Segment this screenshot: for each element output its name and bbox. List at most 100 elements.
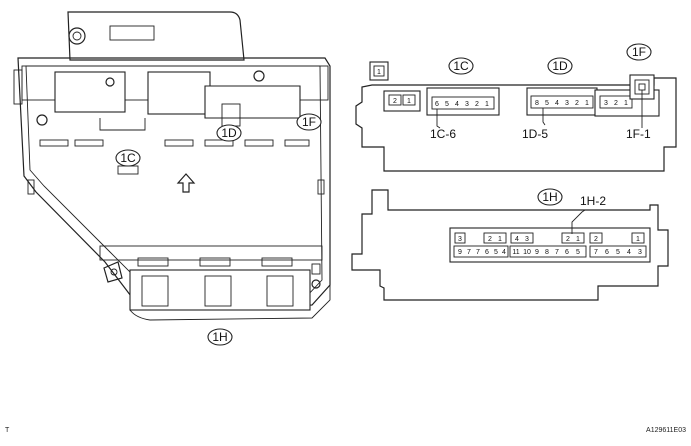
lower-connector-housing: 3 9 7 7 6 5 4 2 1 4 3 11 10 9 8 7 6 5 bbox=[351, 189, 669, 301]
svg-text:1: 1 bbox=[636, 236, 640, 243]
svg-text:8: 8 bbox=[545, 249, 549, 256]
diag-clip bbox=[103, 261, 123, 283]
svg-text:4: 4 bbox=[502, 249, 506, 256]
svg-text:1D: 1D bbox=[552, 59, 568, 73]
callout-1C-right: 1C bbox=[448, 57, 474, 75]
top-housing-1 bbox=[54, 71, 126, 113]
small-2pin-connector: 2 1 bbox=[383, 90, 421, 112]
side-latch-right bbox=[317, 179, 325, 195]
svg-text:1: 1 bbox=[377, 69, 381, 76]
svg-text:2: 2 bbox=[393, 98, 397, 105]
svg-text:7: 7 bbox=[555, 249, 559, 256]
svg-text:1: 1 bbox=[576, 236, 580, 243]
callout-1C-left: 1C bbox=[115, 149, 141, 167]
svg-text:2: 2 bbox=[575, 100, 579, 107]
screw-top-right bbox=[253, 70, 265, 82]
callout-1F-right: 1F bbox=[626, 43, 652, 61]
svg-text:8: 8 bbox=[535, 100, 539, 107]
svg-text:2: 2 bbox=[475, 101, 479, 108]
bracket-hole bbox=[68, 27, 86, 45]
leader-1H-2 bbox=[571, 209, 586, 234]
connector-1F: 3 2 1 bbox=[594, 74, 660, 117]
svg-text:1: 1 bbox=[485, 101, 489, 108]
svg-text:5: 5 bbox=[616, 249, 620, 256]
block-shadow-edge bbox=[129, 285, 331, 321]
screw-top-left bbox=[105, 77, 115, 87]
svg-text:5: 5 bbox=[494, 249, 498, 256]
bottom-slot-2 bbox=[199, 257, 231, 267]
svg-text:2: 2 bbox=[614, 100, 618, 107]
svg-text:1: 1 bbox=[498, 236, 502, 243]
center-notch bbox=[99, 118, 146, 131]
pin-label-1F-1: 1F-1 bbox=[626, 127, 651, 141]
svg-text:7: 7 bbox=[594, 249, 598, 256]
bottom-right-tab bbox=[311, 263, 321, 275]
leader-1C-6 bbox=[436, 109, 441, 129]
connector-1C: 6 5 4 3 2 1 bbox=[426, 87, 500, 116]
svg-text:4: 4 bbox=[555, 100, 559, 107]
svg-text:3: 3 bbox=[525, 236, 529, 243]
footer-left-mark: T bbox=[5, 427, 10, 434]
callout-1F-left: 1F bbox=[296, 113, 322, 131]
lower-housing-outline bbox=[351, 189, 669, 301]
1H-socket-2 bbox=[204, 275, 232, 307]
svg-text:3: 3 bbox=[638, 249, 642, 256]
connector-1H-housing bbox=[129, 269, 311, 311]
svg-text:4: 4 bbox=[515, 236, 519, 243]
svg-text:7: 7 bbox=[467, 249, 471, 256]
svg-text:1: 1 bbox=[407, 98, 411, 105]
svg-text:1: 1 bbox=[585, 100, 589, 107]
leader-1D-5 bbox=[542, 108, 546, 126]
svg-text:6: 6 bbox=[605, 249, 609, 256]
svg-text:2: 2 bbox=[594, 236, 598, 243]
svg-text:1F: 1F bbox=[302, 115, 316, 129]
up-arrow-icon bbox=[176, 173, 196, 193]
left-clip bbox=[13, 69, 23, 105]
screw-left bbox=[36, 114, 48, 126]
bottom-rail bbox=[99, 245, 323, 261]
pin-label-1D-5: 1D-5 bbox=[522, 127, 548, 141]
bracket-slot bbox=[109, 25, 155, 41]
slot-2 bbox=[74, 139, 104, 147]
svg-text:6: 6 bbox=[485, 249, 489, 256]
svg-text:1H: 1H bbox=[542, 190, 557, 204]
pin-label-1C-6: 1C-6 bbox=[430, 127, 456, 141]
pin-label-1H-2: 1H-2 bbox=[580, 194, 606, 208]
svg-text:4: 4 bbox=[455, 101, 459, 108]
svg-text:3: 3 bbox=[604, 100, 608, 107]
svg-text:5: 5 bbox=[445, 101, 449, 108]
svg-text:11: 11 bbox=[512, 249, 519, 256]
svg-text:2: 2 bbox=[566, 236, 570, 243]
screw-bottom-right bbox=[311, 279, 321, 289]
svg-text:3: 3 bbox=[465, 101, 469, 108]
svg-text:5: 5 bbox=[545, 100, 549, 107]
callout-1D-left: 1D bbox=[216, 124, 242, 142]
mounting-bracket bbox=[67, 11, 245, 61]
svg-text:3: 3 bbox=[458, 236, 462, 243]
bracket-hole-inner bbox=[72, 31, 82, 41]
svg-text:3: 3 bbox=[565, 100, 569, 107]
slot-4 bbox=[204, 139, 234, 147]
svg-text:2: 2 bbox=[488, 236, 492, 243]
svg-text:10: 10 bbox=[523, 249, 531, 256]
diag-clip-screw bbox=[110, 268, 118, 276]
bottom-slot-3 bbox=[261, 257, 293, 267]
svg-text:7: 7 bbox=[476, 249, 480, 256]
svg-text:9: 9 bbox=[535, 249, 539, 256]
callout-1D-right: 1D bbox=[547, 57, 573, 75]
svg-text:4: 4 bbox=[627, 249, 631, 256]
upper-connector-housing: 1 2 1 6 5 4 3 2 1 8 5 4 3 bbox=[355, 61, 677, 172]
slot-7 bbox=[117, 165, 139, 175]
svg-text:1C: 1C bbox=[120, 151, 136, 165]
svg-text:1H: 1H bbox=[212, 330, 227, 344]
slot-1 bbox=[39, 139, 69, 147]
svg-text:6: 6 bbox=[565, 249, 569, 256]
slot-6 bbox=[284, 139, 310, 147]
callout-1H-left: 1H bbox=[207, 328, 233, 346]
1H-socket-1 bbox=[141, 275, 169, 307]
svg-text:1: 1 bbox=[624, 100, 628, 107]
connector-1H: 3 9 7 7 6 5 4 2 1 4 3 11 10 9 8 7 6 5 bbox=[449, 227, 651, 263]
top-housing-3 bbox=[204, 85, 301, 119]
1H-socket-3 bbox=[266, 275, 294, 307]
